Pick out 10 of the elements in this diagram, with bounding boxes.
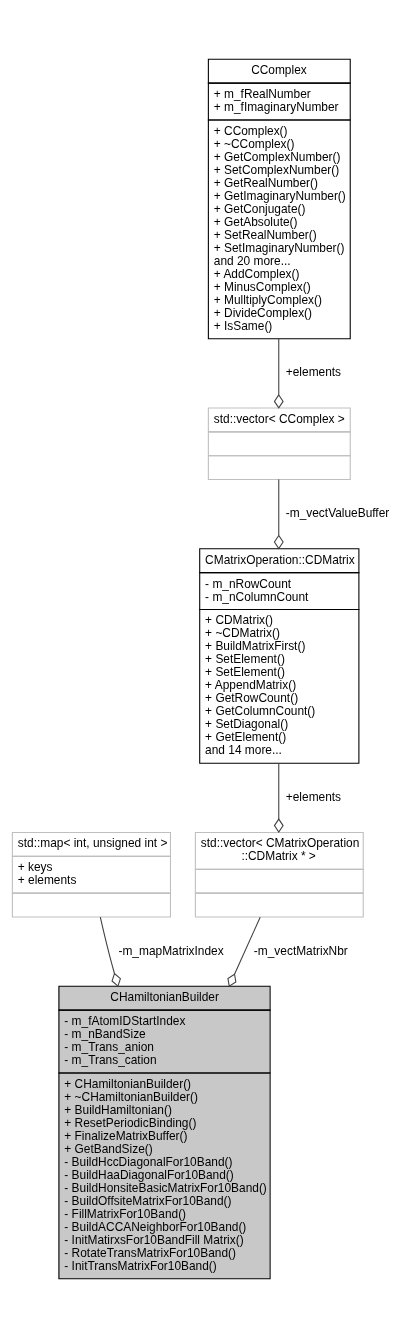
edge-label: -m_vectValueBuffer	[285, 505, 390, 520]
edge-label: +elements	[285, 789, 342, 804]
edge-label: -m_mapMatrixIndex	[118, 943, 224, 958]
connector	[273, 337, 284, 409]
connector	[273, 478, 284, 549]
edge-label: -m_vectMatrixNbr	[253, 943, 348, 958]
connector	[273, 762, 284, 833]
connector	[99, 916, 121, 987]
edge-label: +elements	[285, 364, 342, 379]
connector	[227, 916, 261, 987]
